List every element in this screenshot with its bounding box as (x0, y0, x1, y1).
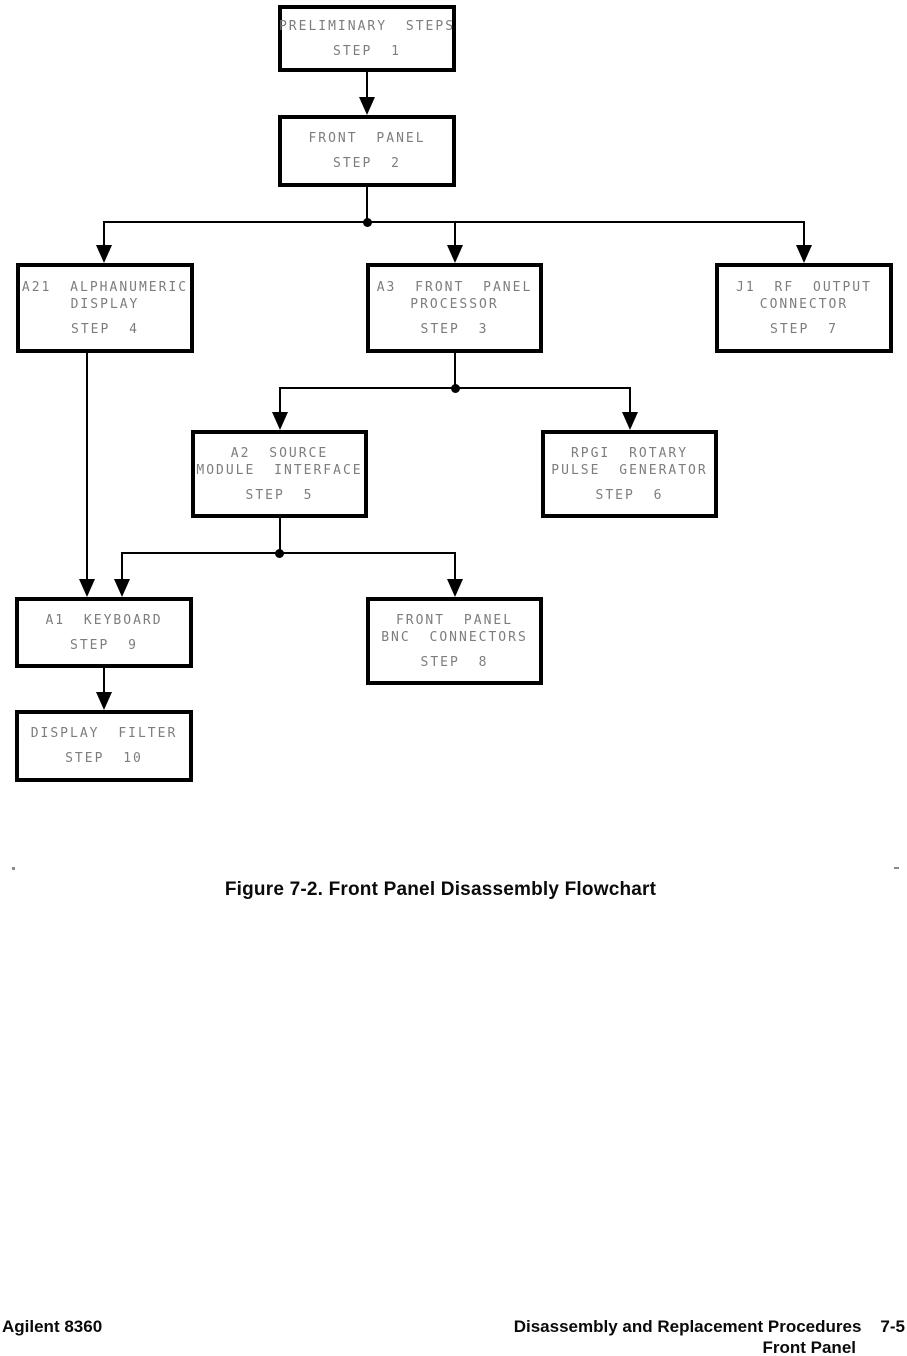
footer-product-name: Agilent 8360 (2, 1317, 103, 1336)
registration-mark (12, 867, 15, 870)
flow-node-rpgi-rotary-pulse-generator: RPGI ROTARY PULSE GENERATOR STEP 6 (541, 430, 718, 518)
arrow-down-icon (96, 245, 112, 263)
arrow-down-icon (79, 579, 95, 597)
registration-mark (894, 867, 899, 869)
node-step-label: STEP 4 (71, 321, 139, 337)
node-step-label: STEP 2 (333, 156, 401, 171)
connector-line (454, 353, 456, 389)
connector-line (629, 388, 631, 414)
connector-line (366, 72, 368, 99)
arrow-down-icon (447, 245, 463, 263)
arrow-down-icon (96, 692, 112, 710)
arrow-down-icon (359, 97, 375, 115)
arrow-down-icon (796, 245, 812, 263)
connector-line (103, 222, 105, 247)
node-step-label: STEP 6 (595, 487, 664, 503)
junction-dot (451, 384, 460, 393)
node-step-label: STEP 9 (70, 637, 138, 653)
arrow-down-icon (447, 579, 463, 597)
junction-dot (275, 549, 284, 558)
connector-line (454, 553, 456, 581)
connector-line (803, 222, 805, 247)
connector-line (121, 552, 456, 554)
flow-node-preliminary-steps: PRELIMINARY STEPS STEP 1 (278, 5, 456, 72)
arrow-down-icon (622, 412, 638, 430)
flow-node-a2-source-module-interface: A2 SOURCE MODULE INTERFACE STEP 5 (191, 430, 368, 518)
connector-line (121, 553, 123, 581)
footer-chapter-line: Disassembly and Replacement Procedures 7… (514, 1317, 905, 1337)
flow-node-front-panel-bnc-connectors: FRONT PANEL BNC CONNECTORS STEP 8 (366, 597, 543, 685)
flow-node-display-filter: DISPLAY FILTER STEP 10 (15, 710, 193, 782)
node-step-label: STEP 10 (65, 751, 143, 766)
flow-node-j1-rf-output-connector: J1 RF OUTPUT CONNECTOR STEP 7 (715, 263, 893, 353)
footer-page-number: 7-5 (880, 1317, 905, 1336)
junction-dot (363, 218, 372, 227)
node-title: FRONT PANEL (395, 612, 514, 628)
node-step-label: STEP 1 (333, 43, 401, 59)
node-step-label: STEP 8 (420, 654, 489, 670)
node-title: J1 RF OUTPUT (736, 279, 872, 295)
connector-line (454, 222, 456, 247)
node-title: MODULE INTERFACE (196, 462, 363, 478)
connector-line (279, 388, 281, 414)
node-step-label: STEP 5 (245, 487, 314, 503)
node-title: PROCESSOR (410, 296, 499, 312)
node-title: PRELIMINARY STEPS (278, 18, 456, 34)
node-title: A3 FRONT PANEL (376, 279, 533, 295)
flow-node-a3-front-panel-processor: A3 FRONT PANEL PROCESSOR STEP 3 (366, 263, 543, 353)
node-title: DISPLAY (70, 296, 140, 312)
node-title: BNC CONNECTORS (381, 629, 528, 645)
connector-line (279, 518, 281, 554)
figure-caption: Figure 7-2. Front Panel Disassembly Flow… (224, 879, 657, 900)
connector-line (103, 668, 105, 694)
node-title: CONNECTOR (759, 296, 849, 312)
node-step-label: STEP 7 (770, 321, 838, 337)
node-title: A1 KEYBOARD (45, 612, 163, 628)
connector-line (86, 353, 88, 581)
footer-section-title: Front Panel (762, 1338, 856, 1356)
flow-node-a1-keyboard: A1 KEYBOARD STEP 9 (15, 597, 193, 668)
arrow-down-icon (114, 579, 130, 597)
node-title: A21 ALPHANUMERIC (21, 279, 189, 295)
node-title: A2 SOURCE (230, 445, 329, 461)
arrow-down-icon (272, 412, 288, 430)
node-title: DISPLAY FILTER (30, 726, 178, 741)
footer-chapter-title: Disassembly and Replacement Procedures (513, 1317, 862, 1336)
node-title: PULSE GENERATOR (551, 462, 708, 478)
node-title: FRONT PANEL (308, 131, 426, 146)
flow-node-front-panel: FRONT PANEL STEP 2 (278, 115, 456, 187)
node-step-label: STEP 3 (420, 321, 489, 337)
flow-node-a21-alphanumeric-display: A21 ALPHANUMERIC DISPLAY STEP 4 (16, 263, 194, 353)
node-title: RPGI ROTARY (570, 445, 689, 461)
connector-line (366, 187, 368, 223)
